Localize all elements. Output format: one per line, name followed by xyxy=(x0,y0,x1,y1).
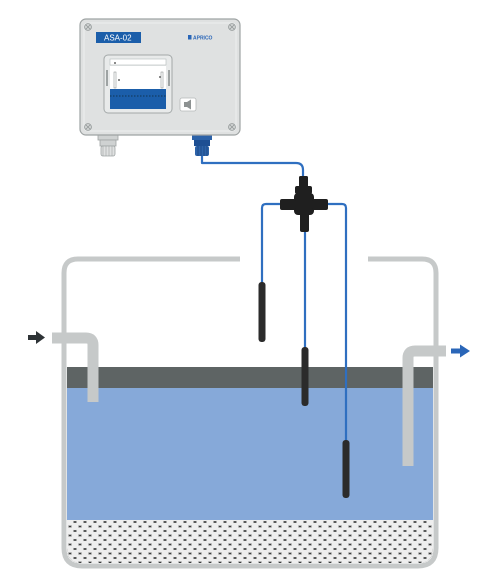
inlet-pipe xyxy=(52,332,99,402)
surface-layer xyxy=(67,367,433,388)
controller-unit: ASA-02 APRICO xyxy=(79,18,241,157)
inlet-arrow-icon xyxy=(28,331,45,344)
water xyxy=(67,388,433,523)
cable-probe-upper xyxy=(260,202,283,284)
main-cable xyxy=(200,150,305,178)
model-label: ASA-02 xyxy=(104,34,132,43)
cable-hub xyxy=(280,176,328,232)
probe-upper xyxy=(258,282,266,342)
speaker-icon[interactable] xyxy=(179,97,197,112)
sediment-layer xyxy=(67,520,433,563)
model-label-band xyxy=(96,32,141,43)
brand-label: APRICO xyxy=(193,36,213,42)
tank-wall xyxy=(61,256,439,569)
probe-lower xyxy=(342,440,350,498)
outlet-pipe xyxy=(402,345,446,466)
cable-probe-lower xyxy=(325,202,348,443)
cable-gland-right xyxy=(192,134,212,156)
probes xyxy=(258,282,350,498)
tank xyxy=(61,256,439,569)
probe-middle xyxy=(301,347,309,406)
outlet-arrow-icon xyxy=(451,344,470,358)
cable-gland-left xyxy=(97,133,119,157)
panel-graphic xyxy=(103,54,173,114)
cables xyxy=(200,150,348,443)
